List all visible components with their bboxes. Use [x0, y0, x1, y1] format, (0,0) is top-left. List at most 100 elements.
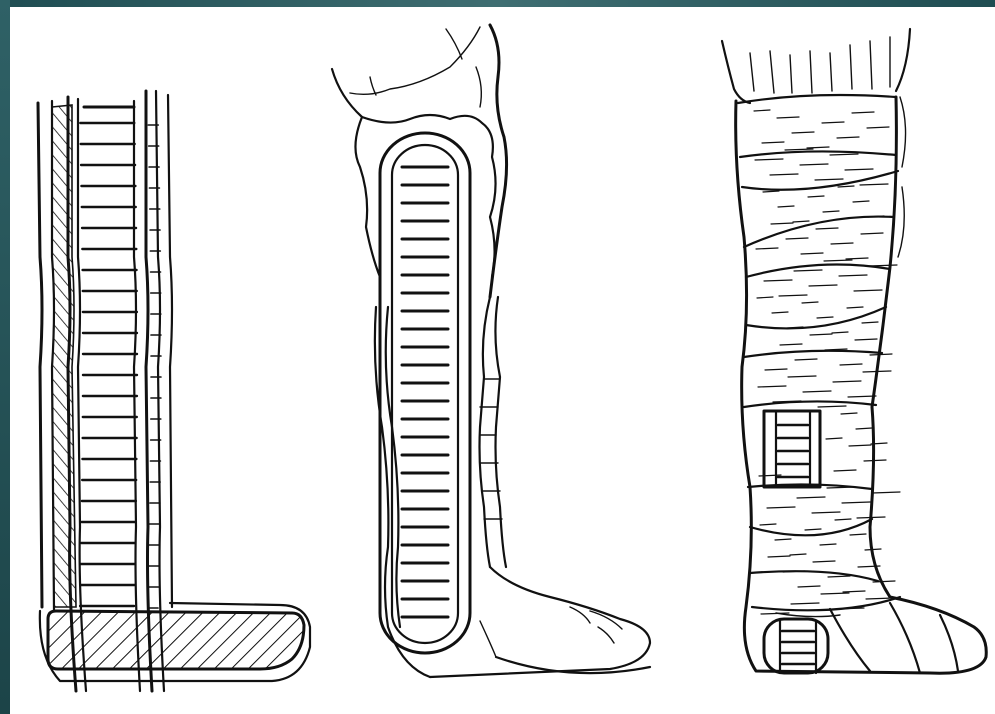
- panel-bandaged-leg: [722, 29, 986, 673]
- rung-line: [797, 497, 825, 498]
- rung-line: [822, 122, 844, 123]
- rung-line: [763, 191, 779, 192]
- rung-line: [803, 391, 831, 392]
- rung-line: [794, 270, 822, 271]
- rung-line: [857, 517, 885, 518]
- rung-line: [839, 275, 867, 276]
- illustration-svg: [10, 7, 995, 714]
- rung-line: [813, 561, 835, 562]
- rung-line: [762, 142, 784, 143]
- rung-line: [863, 371, 891, 372]
- rung-line: [850, 534, 866, 535]
- rung-line: [869, 265, 897, 266]
- rung-line: [754, 110, 770, 111]
- rung-line: [792, 132, 814, 133]
- rung-line: [820, 544, 836, 545]
- rung-line: [775, 539, 791, 540]
- rung-line: [755, 159, 783, 160]
- rung-line: [867, 127, 889, 128]
- rung-line: [845, 169, 873, 170]
- rung-line: [772, 312, 788, 313]
- rung-line: [777, 117, 799, 118]
- rung-line: [861, 233, 883, 234]
- rung-line: [835, 519, 851, 520]
- rung-line: [864, 460, 886, 461]
- rung-line: [771, 223, 793, 224]
- splint-padding-strip: [52, 105, 76, 607]
- rung-line: [853, 201, 869, 202]
- rung-line: [812, 512, 840, 513]
- rung-line: [815, 179, 843, 180]
- rung-line: [779, 295, 807, 296]
- rung-line: [830, 154, 858, 155]
- rung-line: [768, 556, 790, 557]
- rung-line: [865, 549, 881, 550]
- rung-line: [786, 238, 808, 239]
- rung-line: [832, 332, 848, 333]
- rung-line: [827, 487, 855, 488]
- rung-line: [852, 112, 874, 113]
- rung-line: [862, 322, 878, 323]
- rung-line: [785, 149, 813, 150]
- rung-line: [828, 576, 850, 577]
- rung-line: [826, 438, 842, 439]
- rung-line: [866, 598, 894, 599]
- rung-line: [816, 228, 838, 229]
- rung-line: [834, 470, 856, 471]
- rung-line: [848, 396, 876, 397]
- rung-line: [846, 258, 868, 259]
- rung-line: [770, 174, 798, 175]
- rung-line: [872, 492, 900, 493]
- rung-line: [842, 502, 870, 503]
- rung-line: [821, 593, 849, 594]
- rung-line: [760, 524, 776, 525]
- rung-line: [780, 344, 802, 345]
- rung-line: [778, 206, 794, 207]
- rung-line: [767, 507, 795, 508]
- leg-splint-rungs: [402, 167, 448, 617]
- slide-frame-left: [0, 0, 10, 714]
- rung-line: [809, 285, 837, 286]
- rung-line: [756, 248, 778, 249]
- illustration-canvas: [10, 7, 995, 714]
- rung-line: [854, 290, 882, 291]
- rung-line: [795, 359, 817, 360]
- rung-line: [840, 364, 862, 365]
- rung-line: [765, 369, 787, 370]
- rung-line: [805, 529, 821, 530]
- rung-line: [837, 137, 859, 138]
- rung-line: [810, 334, 832, 335]
- rung-line: [791, 603, 819, 604]
- rung-line: [801, 253, 823, 254]
- rung-line: [838, 186, 854, 187]
- rung-line: [860, 184, 888, 185]
- rung-line: [802, 302, 818, 303]
- rung-line: [870, 354, 892, 355]
- rung-line: [847, 307, 863, 308]
- rung-line: [843, 591, 865, 592]
- rung-line: [788, 376, 816, 377]
- panel-leg-with-splint: [332, 25, 650, 677]
- rung-line: [833, 381, 861, 382]
- panel-ladder-splint: [38, 91, 310, 691]
- rung-line: [800, 164, 828, 165]
- rung-line: [855, 339, 877, 340]
- rung-line: [798, 586, 820, 587]
- rung-line: [793, 221, 809, 222]
- leg-splint-frame: [380, 133, 470, 653]
- rung-line: [856, 428, 872, 429]
- rung-line: [831, 243, 853, 244]
- rung-line: [764, 280, 792, 281]
- knee-window-rungs: [778, 425, 808, 477]
- rung-line: [849, 445, 871, 446]
- rung-line: [807, 147, 829, 148]
- slide-frame-top: [0, 0, 995, 7]
- heel-window-rungs: [782, 631, 814, 664]
- rung-line: [824, 260, 852, 261]
- rung-line: [758, 386, 786, 387]
- rung-line: [790, 554, 806, 555]
- splint-foot-plate: [48, 611, 304, 669]
- rung-line: [823, 211, 839, 212]
- rung-line: [841, 413, 857, 414]
- rung-line: [817, 317, 833, 318]
